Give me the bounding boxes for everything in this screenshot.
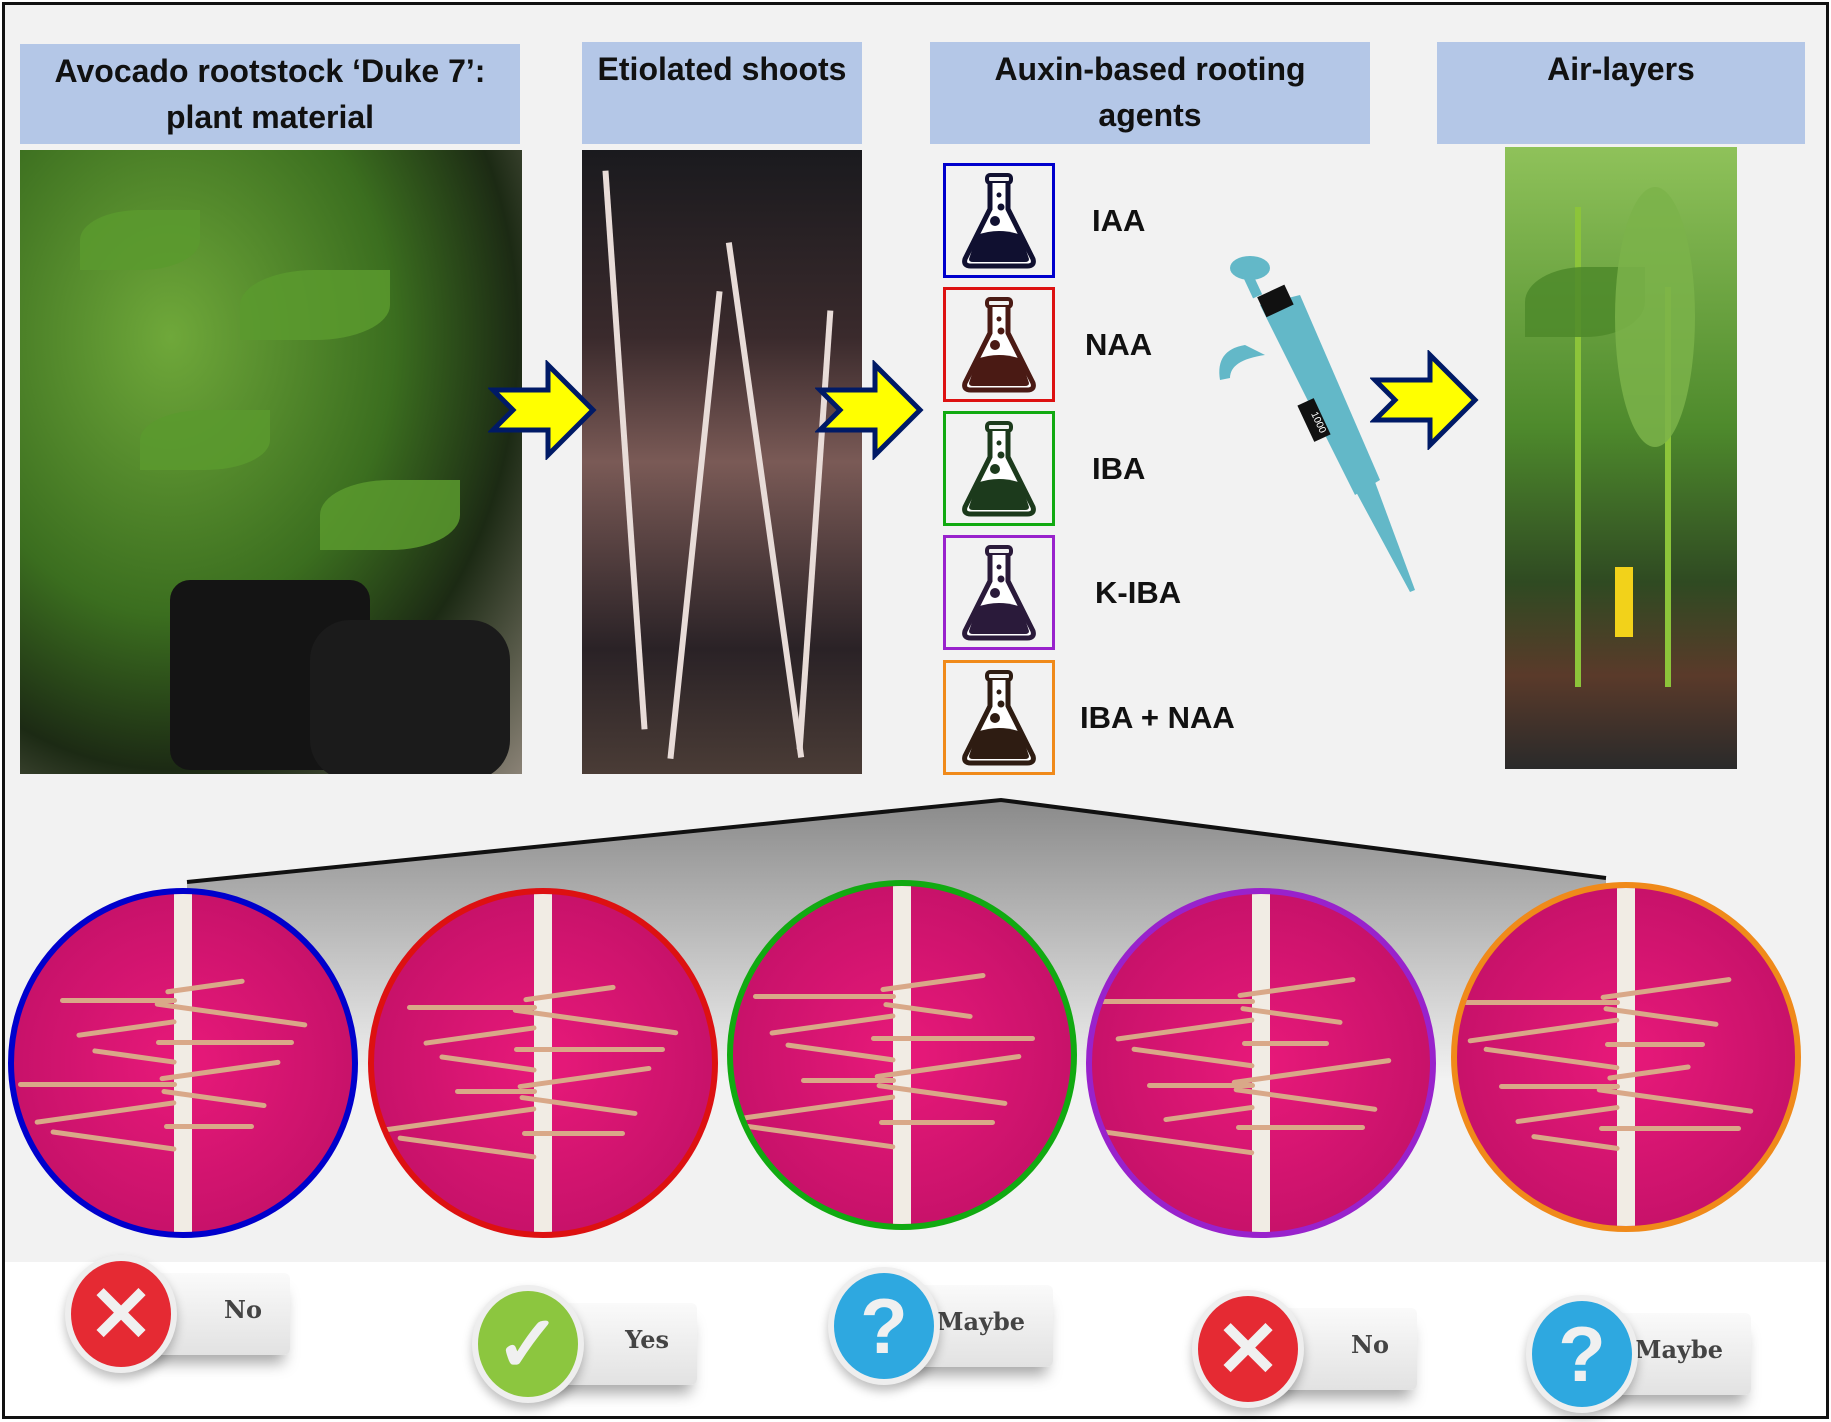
root-photo-1 — [8, 888, 358, 1238]
flask-icon — [962, 172, 1036, 268]
agent-box — [943, 660, 1055, 775]
question-icon: ? — [828, 1267, 940, 1385]
result-badge: Maybe ? — [1526, 1295, 1756, 1413]
result-badge: No ✕ — [65, 1255, 295, 1373]
header-line: Etiolated shoots — [597, 51, 847, 87]
result-label: No — [1351, 1330, 1389, 1359]
question-icon: ? — [1526, 1295, 1638, 1413]
flask-icon — [962, 669, 1036, 765]
flask-icon — [962, 296, 1036, 392]
header-air-layers: Air-layers — [1437, 42, 1805, 144]
root-photo-3 — [727, 880, 1077, 1230]
arrow-right-icon — [488, 360, 597, 460]
agent-box — [943, 163, 1055, 278]
header-line: Auxin-based rooting — [994, 51, 1306, 87]
x-mark-icon: ✕ — [1192, 1290, 1304, 1408]
agent-label: IBA + NAA — [1080, 700, 1235, 735]
root-photo-4 — [1086, 888, 1436, 1238]
header-etiolated: Etiolated shoots — [582, 42, 862, 144]
result-label: No — [224, 1295, 262, 1324]
agent-box — [943, 411, 1055, 526]
pipette-icon: 1000 — [1219, 256, 1415, 592]
result-badge: No ✕ — [1192, 1290, 1422, 1408]
result-badge: Yes ✓ — [472, 1285, 702, 1403]
result-label: Yes — [625, 1325, 669, 1354]
check-icon: ✓ — [472, 1285, 584, 1403]
agent-box — [943, 287, 1055, 402]
agent-label: IBA — [1092, 451, 1146, 486]
header-line: Air-layers — [1547, 51, 1695, 87]
header-line: Avocado rootstock ‘Duke 7’: — [54, 53, 486, 89]
arrow-right-icon — [815, 360, 924, 460]
root-photo-5 — [1451, 882, 1801, 1232]
photo-etiolated-shoots — [582, 150, 862, 774]
flask-icon — [962, 544, 1036, 640]
header-auxin: Auxin-based rooting agents — [930, 42, 1370, 144]
header-line: plant material — [165, 99, 375, 135]
agent-label: NAA — [1085, 327, 1153, 362]
photo-avocado-plants — [20, 150, 522, 774]
root-photo-2 — [368, 888, 718, 1238]
result-label: Maybe — [936, 1307, 1025, 1336]
result-label: Maybe — [1634, 1335, 1723, 1364]
photo-air-layers — [1505, 147, 1737, 769]
flask-icon — [962, 420, 1036, 516]
arrow-right-icon — [1370, 350, 1479, 450]
agent-box — [943, 535, 1055, 650]
result-badge: Maybe ? — [828, 1267, 1058, 1385]
header-line: agents — [1098, 97, 1202, 133]
agent-label: IAA — [1092, 203, 1146, 238]
agent-label: K-IBA — [1095, 575, 1182, 610]
x-mark-icon: ✕ — [65, 1255, 177, 1373]
header-plant-material: Avocado rootstock ‘Duke 7’: plant materi… — [20, 44, 520, 144]
